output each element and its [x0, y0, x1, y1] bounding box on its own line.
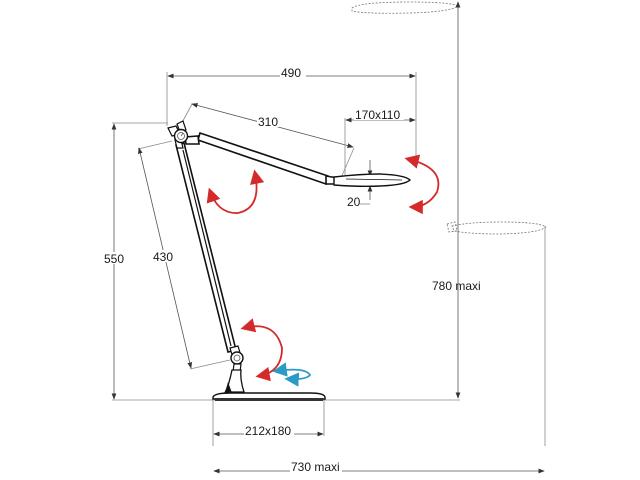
label-head-size: 170x110 [355, 108, 400, 122]
lower-arm [175, 142, 237, 353]
dimension-170x110: 170x110 [344, 108, 416, 175]
dimension-490: 490 [166, 66, 417, 168]
lamp-body [167, 120, 411, 401]
top-pivot [167, 120, 189, 149]
label-upper-arm: 310 [258, 115, 278, 129]
ghost-head-top [351, 1, 459, 14]
dimension-550: 550 [104, 122, 215, 401]
ghost-head-mid [446, 221, 547, 235]
label-arm-span: 490 [281, 66, 301, 80]
label-lower-arm: 430 [153, 250, 173, 264]
label-max-reach: 730 maxi [291, 460, 340, 474]
dimension-212x180: 212x180 [212, 400, 325, 446]
dimension-430: 430 [137, 140, 231, 370]
dimension-20: 20 [347, 160, 373, 209]
dimension-310: 310 [177, 103, 355, 181]
label-head-thickness: 20 [347, 195, 361, 209]
label-max-height: 780 maxi [432, 279, 481, 293]
lamp-base [212, 392, 326, 401]
dimension-780-max: 780 maxi [432, 1, 481, 399]
swivel-arrow-base [272, 362, 312, 387]
label-total-height: 550 [104, 252, 124, 266]
lamp-head [333, 173, 411, 188]
rotation-arrow-base [240, 318, 283, 382]
dimension-730-max: 730 maxi [213, 460, 545, 474]
rotation-arrow-head [404, 154, 440, 215]
rotation-arrow-elbow [206, 169, 265, 214]
base-neck [224, 369, 245, 393]
bottom-pivot [229, 345, 244, 373]
label-base-size: 212x180 [245, 424, 291, 438]
